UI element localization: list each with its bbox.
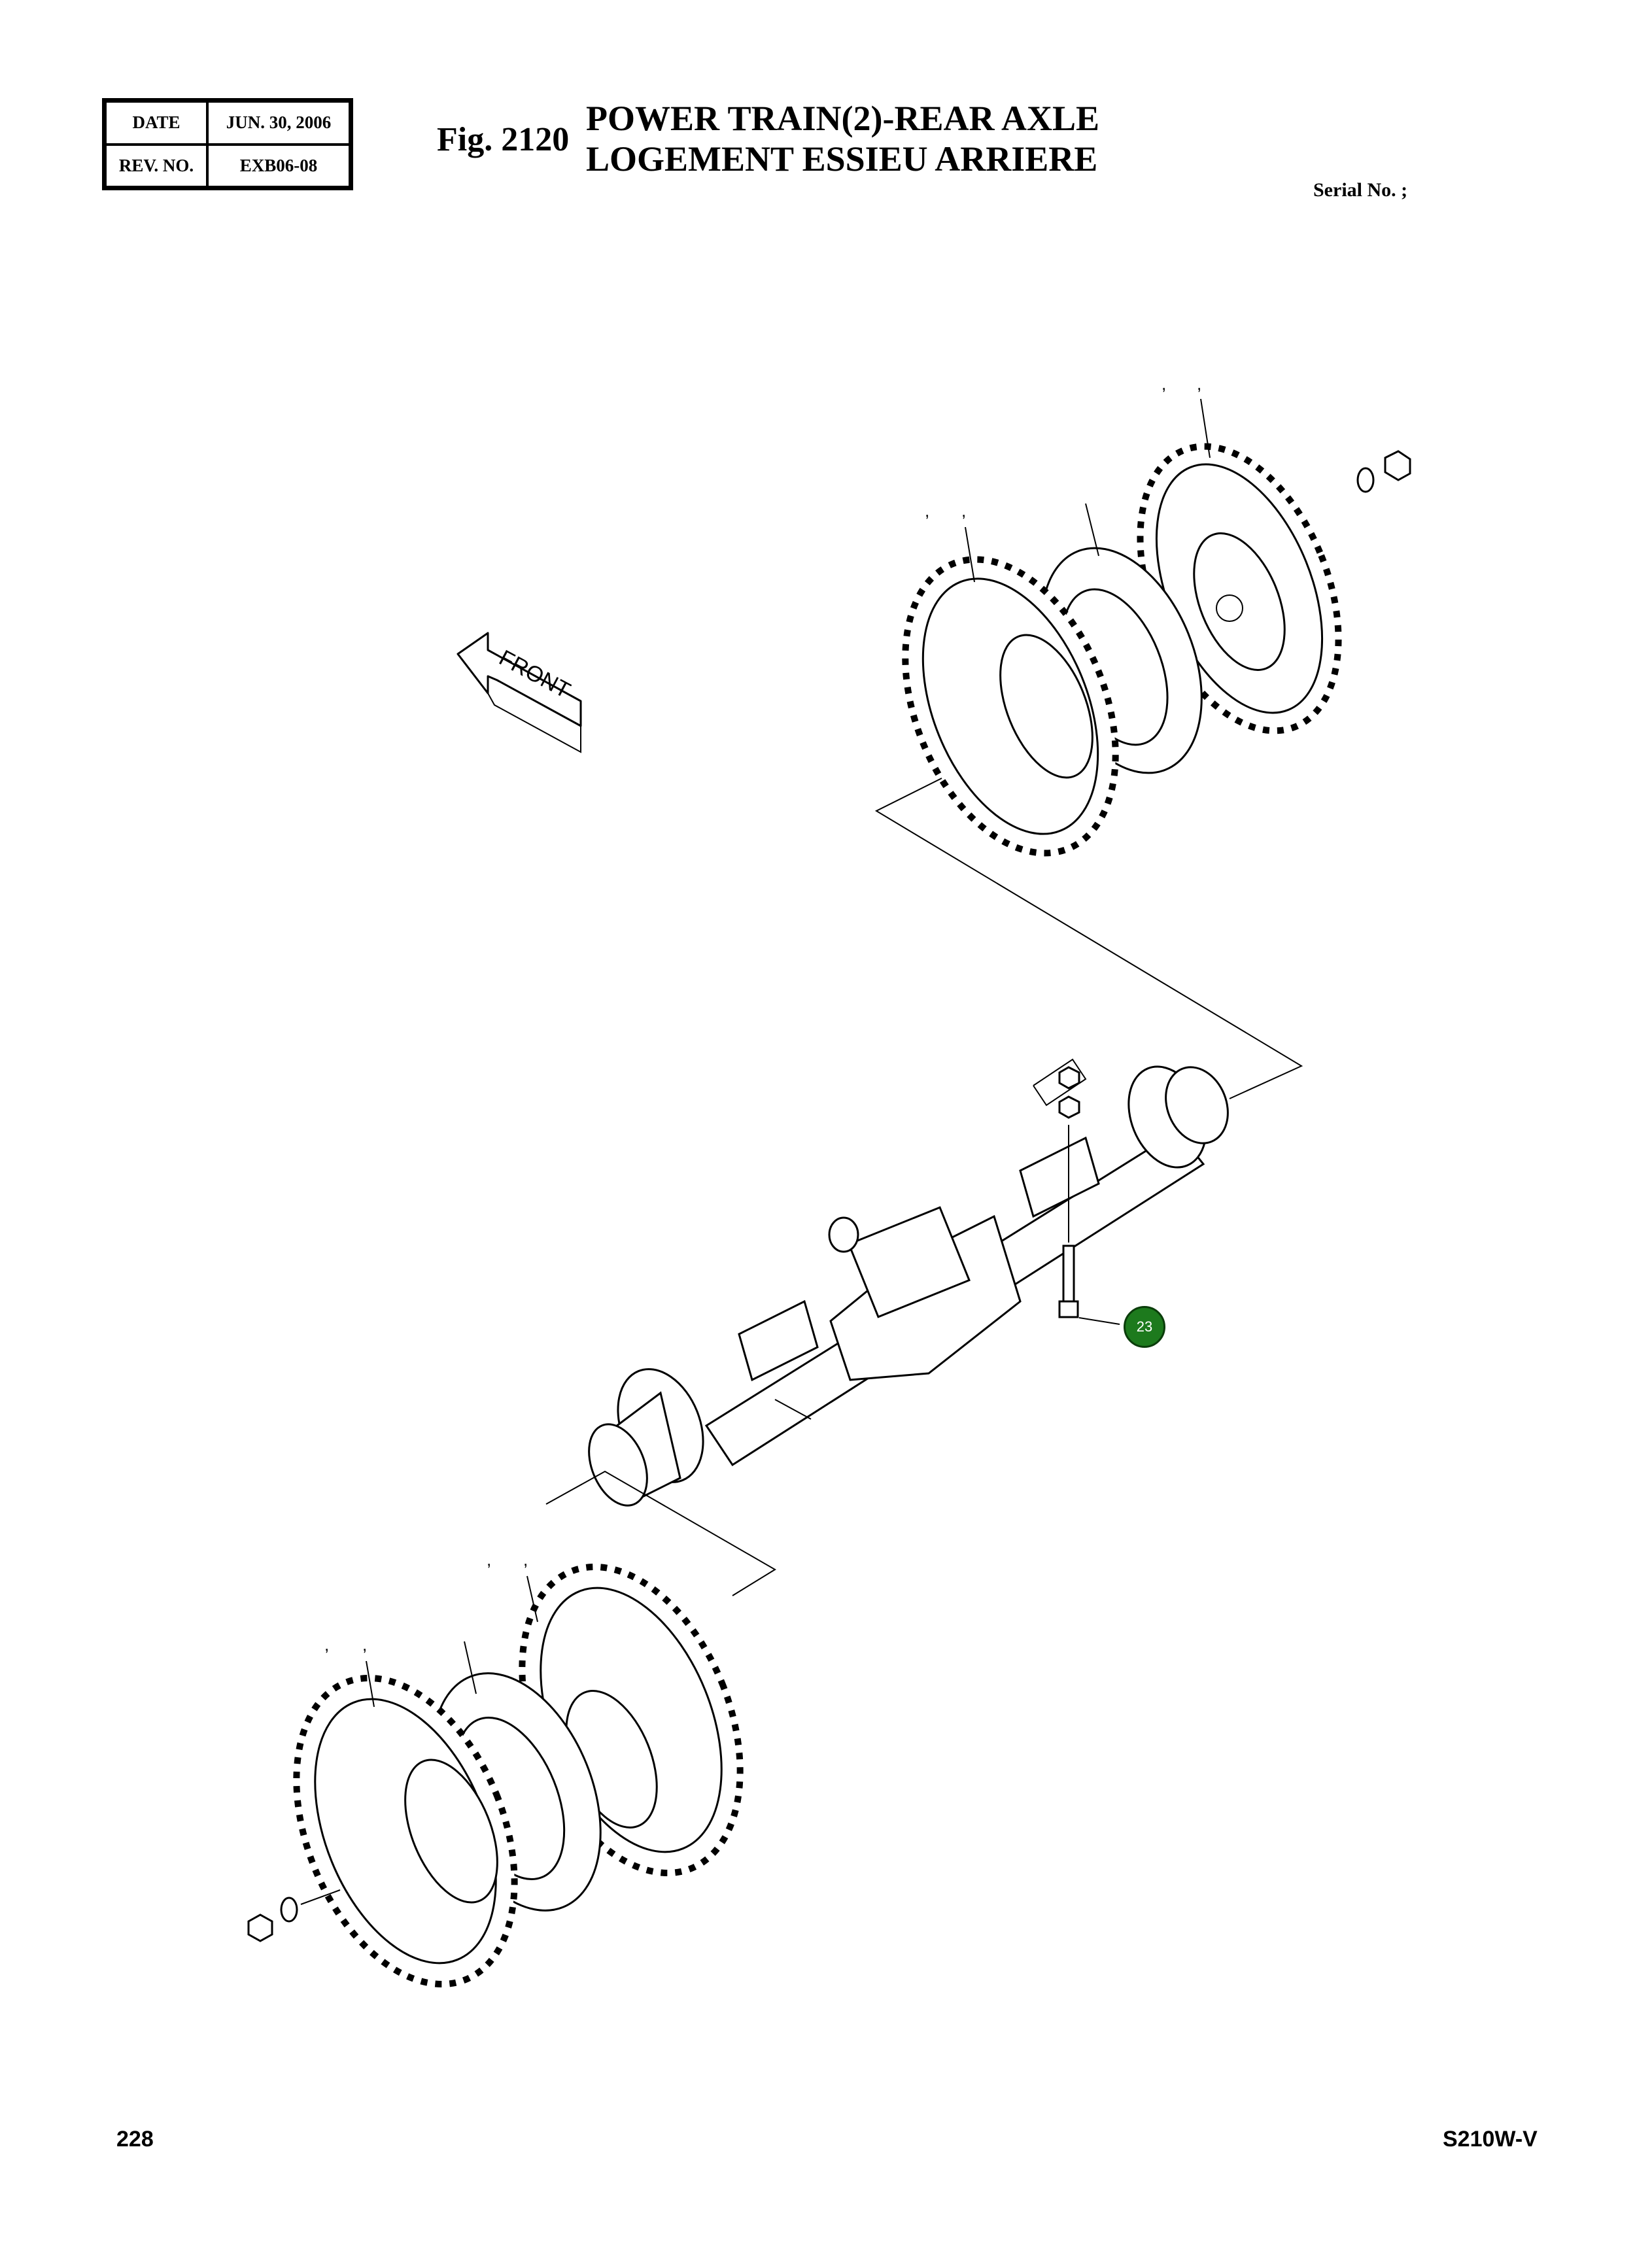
rev-value: EXB06-08 bbox=[207, 144, 350, 187]
date-value: JUN. 30, 2006 bbox=[207, 101, 350, 145]
upper-hub-leader bbox=[874, 778, 1303, 1099]
serial-number-label: Serial No. ; bbox=[1313, 179, 1408, 201]
svg-text:,: , bbox=[362, 1635, 367, 1655]
page-number: 228 bbox=[116, 2127, 154, 2152]
svg-text:,: , bbox=[1197, 374, 1201, 394]
figure-number: Fig. 2120 bbox=[437, 121, 570, 158]
svg-text:,: , bbox=[324, 1635, 329, 1655]
mounting-bolt bbox=[1033, 1058, 1120, 1325]
svg-text:,: , bbox=[487, 1550, 491, 1570]
lower-nut-washer bbox=[247, 1889, 341, 1942]
svg-text:,: , bbox=[961, 501, 966, 521]
figure-title-fr: LOGEMENT ESSIEU ARRIERE bbox=[586, 139, 1098, 179]
svg-text:,: , bbox=[925, 501, 929, 521]
axle-housing bbox=[588, 1065, 1229, 1507]
lower-inner-tire bbox=[293, 1674, 518, 1988]
upper-inner-tire bbox=[902, 556, 1119, 857]
callout-23[interactable]: 23 bbox=[1124, 1306, 1165, 1348]
lower-hub-leader bbox=[545, 1470, 776, 1596]
figure-title-en: POWER TRAIN(2)-REAR AXLE bbox=[586, 99, 1100, 138]
front-label: FRONT bbox=[495, 645, 574, 704]
model-number: S210W-V bbox=[1443, 2127, 1538, 2152]
rev-label: REV. NO. bbox=[105, 144, 207, 187]
upper-nut-washer bbox=[1356, 450, 1411, 493]
svg-text:,: , bbox=[523, 1550, 528, 1570]
date-label: DATE bbox=[105, 101, 207, 145]
svg-text:,: , bbox=[1162, 374, 1166, 394]
front-direction-arrow: FRONT bbox=[456, 632, 582, 753]
revision-table: DATE JUN. 30, 2006 REV. NO. EXB06-08 bbox=[102, 98, 353, 190]
